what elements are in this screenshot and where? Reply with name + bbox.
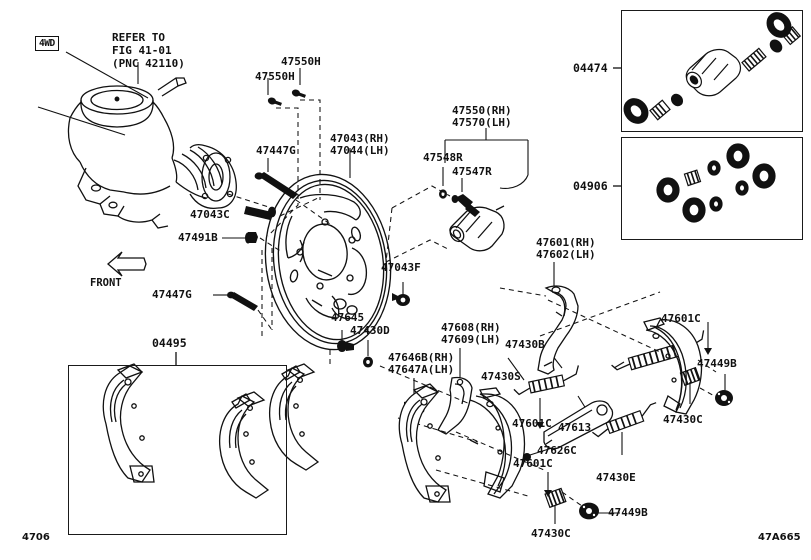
part-47491b: [222, 232, 258, 244]
assembly-dash-shoe-right: [697, 359, 719, 399]
callout-47550h-left: 47550H: [255, 70, 295, 83]
assembly-dash-47550h: [267, 99, 321, 237]
kit-box-04474: [621, 10, 803, 132]
assembly-dash-lever: [499, 287, 661, 353]
callout-47547r: 47547R: [452, 165, 492, 178]
callout-47043-rh-lh: 47043(RH) 47044(LH): [330, 132, 390, 157]
callout-47601c-shoe: 47601C: [512, 417, 552, 430]
part-47601c-right: [704, 322, 712, 355]
callout-47043f: 47043F: [381, 261, 421, 274]
callout-47613: 47613: [558, 421, 592, 434]
part-47550h-bolts: [266, 68, 307, 108]
part-47430d: [363, 340, 373, 368]
part-47449b-bottom: [579, 502, 620, 520]
kit-04474-contents: [623, 12, 802, 124]
assembly-dash-47447g-lower: [257, 309, 273, 331]
kit-box-04495: [68, 365, 287, 535]
refer-note-line3: (PNC 42110): [112, 57, 185, 70]
part-47430c-right: [679, 366, 701, 404]
front-arrow-icon: [107, 251, 147, 277]
kit-box-04906: [621, 137, 803, 240]
callout-47608-47609: 47608(RH) 47609(LH): [441, 321, 501, 346]
callout-47550-47570: 47550(RH) 47570(LH): [452, 104, 512, 129]
callout-47430c-right: 47430C: [663, 413, 703, 426]
assembly-dash-47043c: [227, 193, 319, 217]
part-rear-axle-housing: [67, 77, 237, 229]
front-direction-label: FRONT: [90, 277, 122, 289]
part-47449b-right: [715, 374, 733, 406]
part-47626c: [523, 447, 553, 461]
callout-47430d: 47430D: [350, 324, 390, 337]
part-47430e-spring: [592, 402, 657, 455]
part-47601c-pin-shoe: [536, 398, 544, 429]
callout-47430e: 47430E: [596, 471, 636, 484]
callout-47548r: 47548R: [423, 151, 463, 164]
callout-47491b: 47491B: [178, 231, 218, 244]
callout-47430c-bottom: 47430C: [531, 527, 571, 540]
kit-label-04495: 04495: [152, 336, 187, 350]
drive-type-tag: 4WD: [35, 36, 59, 51]
part-parking-lever: [537, 285, 579, 375]
kit-04495-contents: [102, 363, 451, 503]
callout-47430b: 47430B: [505, 338, 545, 351]
part-47043f: [392, 282, 410, 306]
callout-47430s: 47430S: [481, 370, 521, 383]
leader-4wd-group: [37, 51, 149, 136]
kit-label-04474: 04474: [573, 61, 608, 75]
part-backing-plate: [264, 173, 392, 351]
callout-47646b-47647a: 47646B(RH) 47647A(LH): [388, 351, 455, 376]
refer-note-line1: REFER TO: [112, 31, 165, 44]
callout-47449b-bottom: 47449B: [608, 506, 648, 519]
part-brake-shoe-right: [643, 317, 703, 415]
callout-47447g-lower: 47447G: [152, 288, 192, 301]
footer-sheet-code: 47A665: [758, 532, 801, 543]
part-47613-bar: [543, 395, 614, 450]
callout-47043c: 47043C: [190, 208, 230, 221]
part-47043c: [244, 206, 276, 220]
assembly-dash-wheel-cylinder: [385, 185, 451, 263]
callout-47601c-left: 47601C: [513, 457, 553, 470]
callout-47447g-upper: 47447G: [256, 144, 296, 157]
callout-47601c-right: 47601C: [661, 312, 701, 325]
part-brake-shoe-bottom: [469, 387, 526, 499]
part-47547r: [451, 178, 480, 217]
footer-page-code: 4706: [22, 532, 50, 543]
assembly-dash-47491b: [259, 237, 283, 253]
callout-47601-47602: 47601(RH) 47602(LH): [536, 236, 596, 261]
callout-47449b-right: 47449B: [697, 357, 737, 370]
part-47447g-upper: [254, 158, 298, 199]
kit-label-04906: 04906: [573, 179, 608, 193]
leader-wheel-cylinder-bracket: [444, 128, 529, 189]
assembly-dash-bottom-hw: [561, 491, 583, 507]
part-47447g-lower: [213, 291, 258, 311]
part-47608-strut: [437, 376, 473, 435]
part-47430s-spring: [507, 357, 579, 396]
callout-47550h-right: 47550H: [281, 55, 321, 68]
assembly-dash-47447g-upper: [295, 199, 331, 225]
refer-note-line2: FIG 41-01: [112, 44, 172, 57]
assembly-dash-plate-ref: [261, 248, 331, 368]
callout-47645: 47645: [331, 311, 365, 324]
part-47548r: [439, 167, 447, 199]
part-47430c-bottom: [544, 487, 567, 524]
part-47645: [337, 330, 354, 352]
callout-47626c: 47626C: [537, 444, 577, 457]
part-wheel-cylinder: [449, 205, 505, 252]
kit-04906-contents: [656, 143, 776, 223]
